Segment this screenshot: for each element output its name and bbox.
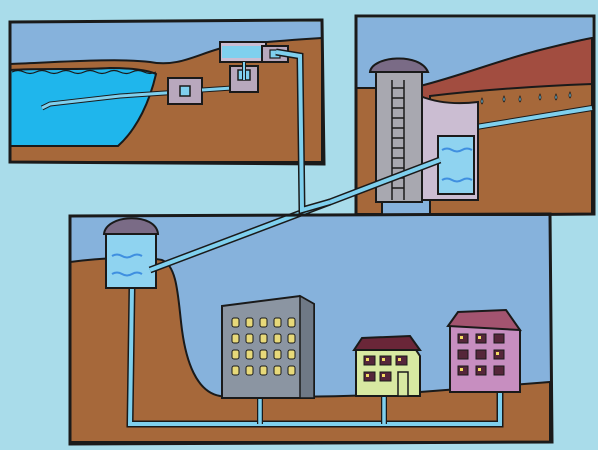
- green-house-icon: [354, 336, 420, 396]
- reservoir-panel: [10, 20, 324, 164]
- pink-apartment-icon: [448, 310, 520, 392]
- valve-box-icon: [180, 86, 190, 96]
- water-tower-icon: [104, 218, 158, 288]
- gray-office-building-icon: [222, 296, 314, 398]
- dam-panel: [356, 16, 594, 216]
- dam-water-tank: [438, 136, 474, 194]
